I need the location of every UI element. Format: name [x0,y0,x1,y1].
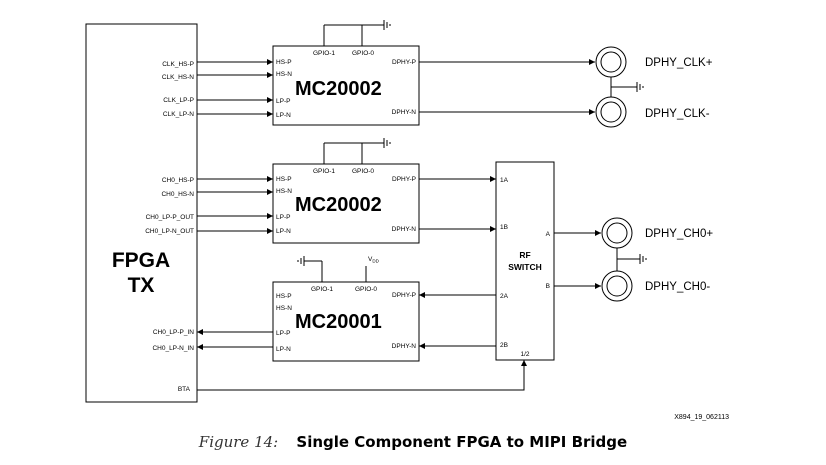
chip-rx-hs-p: HS-P [276,293,292,300]
rf-pin-1b: 1B [500,224,508,231]
rf-pin-b: B [546,283,550,290]
chip-clk-hs-p: HS-P [276,59,292,66]
fpga-tx-block [85,23,198,403]
chip-rx-gpio0: GPIO-0 [355,286,377,293]
connector-label-clk-n: DPHY_CLK- [645,108,710,120]
chip-ch0-dphy-p: DPHY-P [392,176,416,183]
chip-rx-dphy-p: DPHY-P [392,292,416,299]
rf-pin-2a: 2A [500,293,509,300]
fpga-label: FPGA [112,249,170,272]
pin-ch0-hs-n: CH0_HS-N [161,191,194,198]
chip-clk-lp-p: LP-P [276,98,290,105]
chip-mc20001 [272,281,420,362]
chip-clk-gpio0: GPIO-0 [352,50,374,57]
fpga-to-chip-wires [197,59,527,391]
caption-title: Single Component FPGA to MIPI Bridge [296,433,628,451]
gpio-ground-ties [297,20,391,282]
connector-label-ch0-p: DPHY_CH0+ [645,228,713,240]
chip-clk-dphy-p: DPHY-P [392,59,416,66]
chip-clk-lp-n: LP-N [276,112,291,119]
chip-rx-dphy-n: DPHY-N [392,343,417,350]
pin-clk-hs-n: CLK_HS-N [162,74,194,81]
rf-pin-2b: 2B [500,342,508,349]
rf-pin-sel: 1/2 [520,351,529,358]
pin-clk-lp-n: CLK_LP-N [163,111,194,118]
pin-ch0-lp-n-out: CH0_LP-N_OUT [145,228,194,235]
chip-ch0-lp-n: LP-N [276,228,291,235]
pin-ch0-lp-p-in: CH0_LP-P_IN [153,329,194,336]
pin-ch0-lp-n-in: CH0_LP-N_IN [152,345,194,352]
chip-mc20002-ch0 [272,163,420,244]
bridge-diagram: FPGA TX CLK_HS-P CLK_HS-N CLK_LP-P CLK_L… [85,20,729,421]
coax-connector-ch0-p [601,217,633,249]
chip-rx-lp-n: LP-N [276,346,291,353]
rf-pin-1a: 1A [500,177,509,184]
fpga-tx-label: TX [128,274,155,297]
rf-switch [495,161,555,361]
rf-pin-a: A [546,231,551,238]
chip-ch0-gpio0: GPIO-0 [352,168,374,175]
chip-rx-gpio1: GPIO-1 [311,286,333,293]
chip-ch0-lp-p: LP-P [276,214,290,221]
connector-label-clk-p: DPHY_CLK+ [645,57,713,69]
chip-mc20002-clk [272,45,420,126]
figure-code: X894_19_062113 [674,414,729,421]
chip-rx-name: MC20001 [295,311,382,333]
rf-switch-label-2: SWITCH [508,262,542,272]
chip-rx-hs-n: HS-N [276,305,292,312]
coax-connector-clk-n [595,96,627,128]
pin-clk-lp-p: CLK_LP-P [163,97,194,104]
chip-ch0-hs-n: HS-N [276,188,292,195]
coax-connector-clk-p [595,46,627,78]
chip-clk-gpio1: GPIO-1 [313,50,335,57]
connector-label-ch0-n: DPHY_CH0- [645,281,710,293]
figure-caption: Figure 14: Single Component FPGA to MIPI… [0,433,826,451]
pin-bta: BTA [178,386,191,393]
chip-ch0-dphy-n: DPHY-N [392,226,417,233]
chip-rx-lp-p: LP-P [276,330,290,337]
chip-ch0-hs-p: HS-P [276,176,292,183]
chip-clk-dphy-n: DPHY-N [392,109,417,116]
chip-clk-name: MC20002 [295,78,382,100]
pin-ch0-lp-p-out: CH0_LP-P_OUT [146,214,194,221]
chip-ch0-gpio1: GPIO-1 [313,168,335,175]
chip-ch0-name: MC20002 [295,194,382,216]
chip-clk-hs-n: HS-N [276,71,292,78]
vdd-label: VDD [368,256,380,264]
pin-clk-hs-p: CLK_HS-P [162,61,194,68]
caption-number: Figure 14: [198,433,279,451]
connector-shield-grounds [610,77,647,271]
pin-ch0-hs-p: CH0_HS-P [162,177,194,184]
chip-output-wires [419,59,601,349]
rf-switch-label-1: RF [519,250,530,260]
coax-connector-ch0-n [601,270,633,302]
